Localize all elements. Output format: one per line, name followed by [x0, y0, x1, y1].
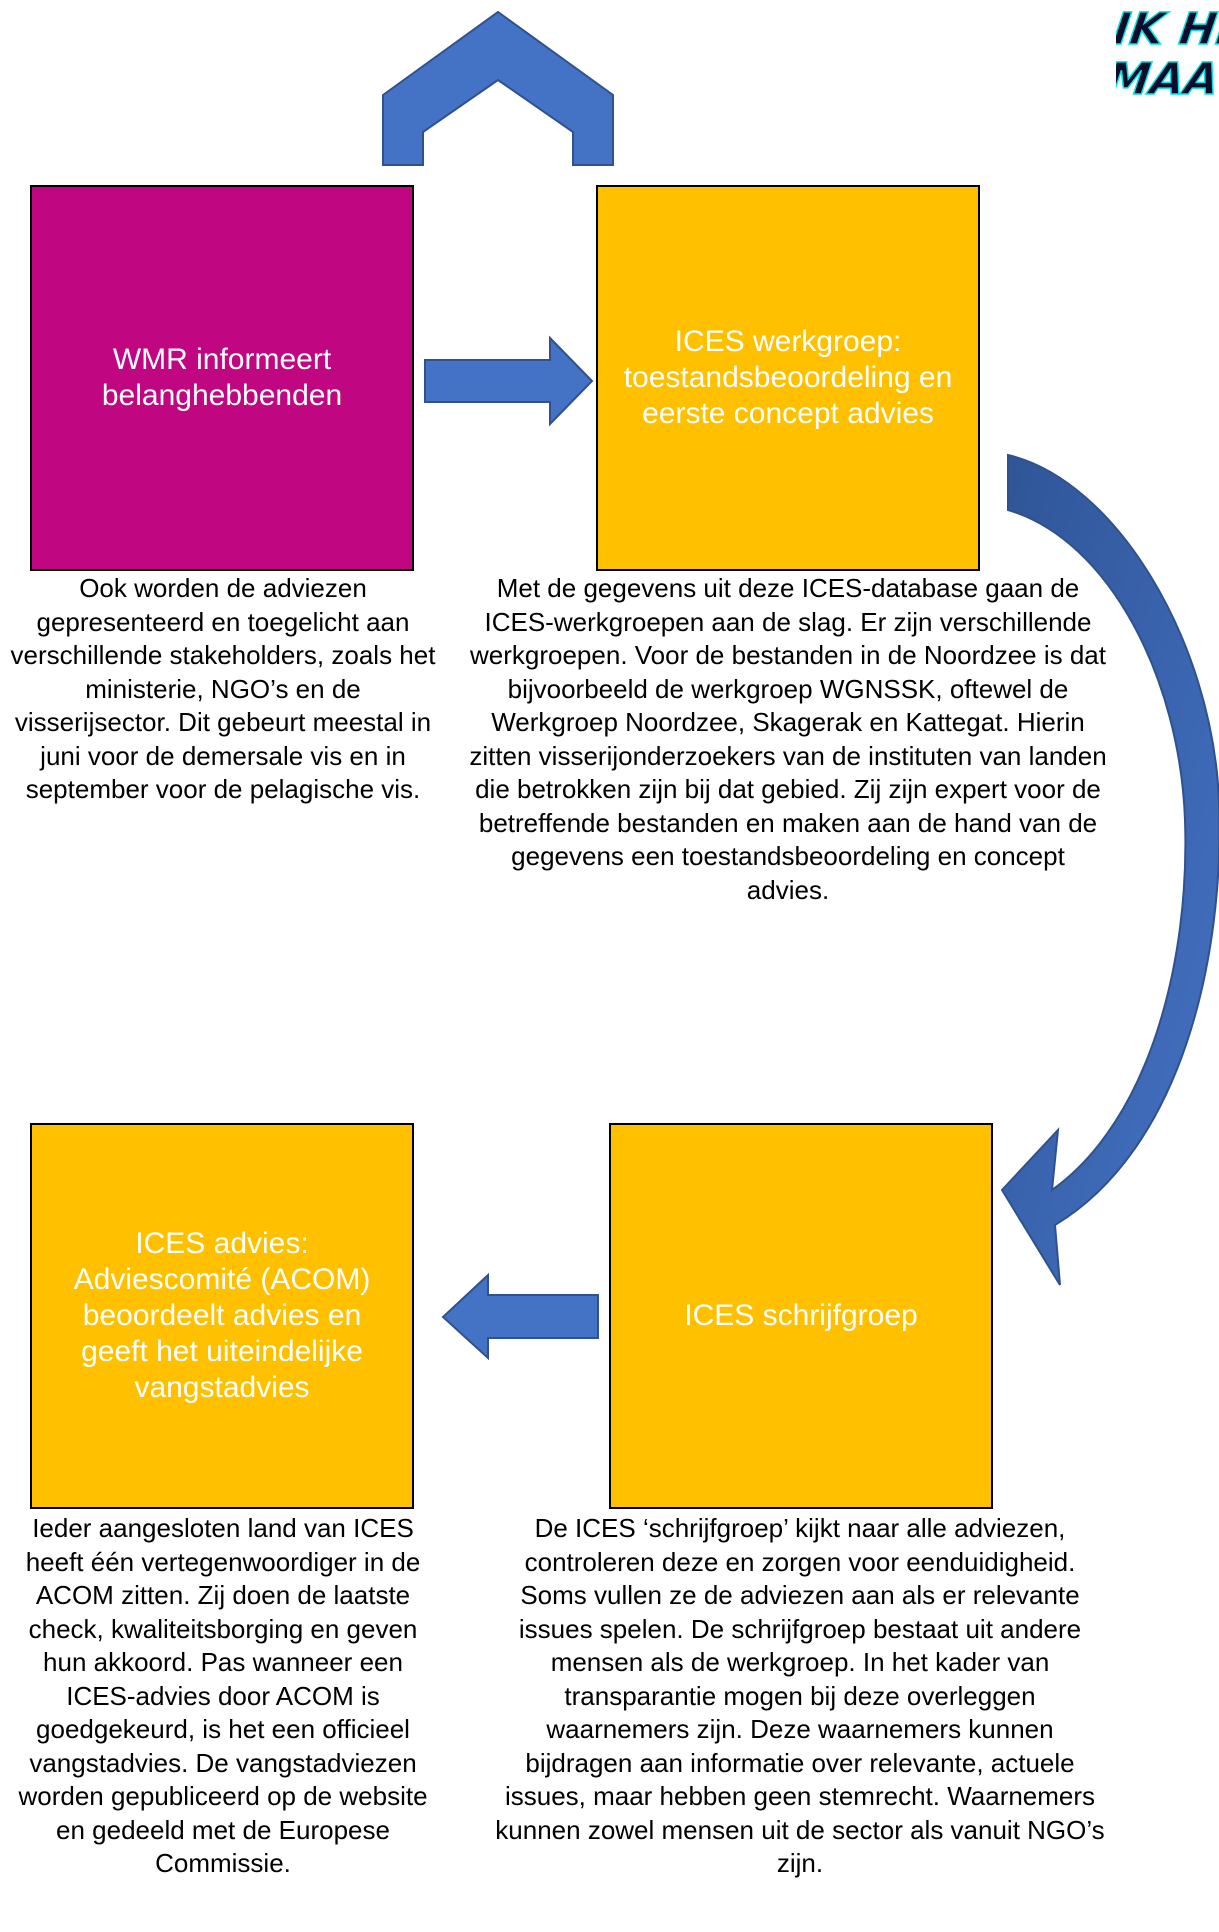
box-wmr-label: WMR informeert belanghebbenden [101, 343, 343, 412]
box-werkgroep-label: ICES werkgroep: toestandsbeoordeling en … [623, 325, 953, 430]
arrow-left-to-advies [441, 1272, 599, 1361]
box-ices-advies: ICES advies: Adviescomité (ACOM) beoorde… [30, 1123, 414, 1509]
box-advies-label: ICES advies: Adviescomité (ACOM) beoorde… [73, 1227, 371, 1404]
logo: IK HE MAA [1116, 0, 1219, 100]
description-schrijfgroep: De ICES ‘schrijfgroep’ kijkt naar alle a… [495, 1513, 1105, 1878]
logo-line-1: IK HE [1116, 4, 1219, 55]
top-chevron-arrow [382, 10, 614, 166]
description-werkgroep: Met de gegevens uit deze ICES-database g… [469, 573, 1107, 905]
box-schrijfgroep-label: ICES schrijfgroep [684, 1299, 918, 1332]
logo-line-2: MAA [1116, 54, 1219, 100]
description-advies: Ieder aangesloten land van ICES heeft éé… [18, 1513, 428, 1878]
box-ices-schrijfgroep: ICES schrijfgroep [609, 1123, 993, 1509]
logo-graphic: IK HE MAA [1116, 3, 1219, 100]
box-ices-werkgroep: ICES werkgroep: toestandsbeoordeling en … [596, 185, 980, 571]
description-wmr: Ook worden de adviezen gepresenteerd en … [10, 573, 436, 804]
arrow-right-to-werkgroep [424, 335, 594, 427]
box-wmr-informeert: WMR informeert belanghebbenden [30, 185, 414, 571]
curved-arrow-down [1000, 453, 1219, 1286]
